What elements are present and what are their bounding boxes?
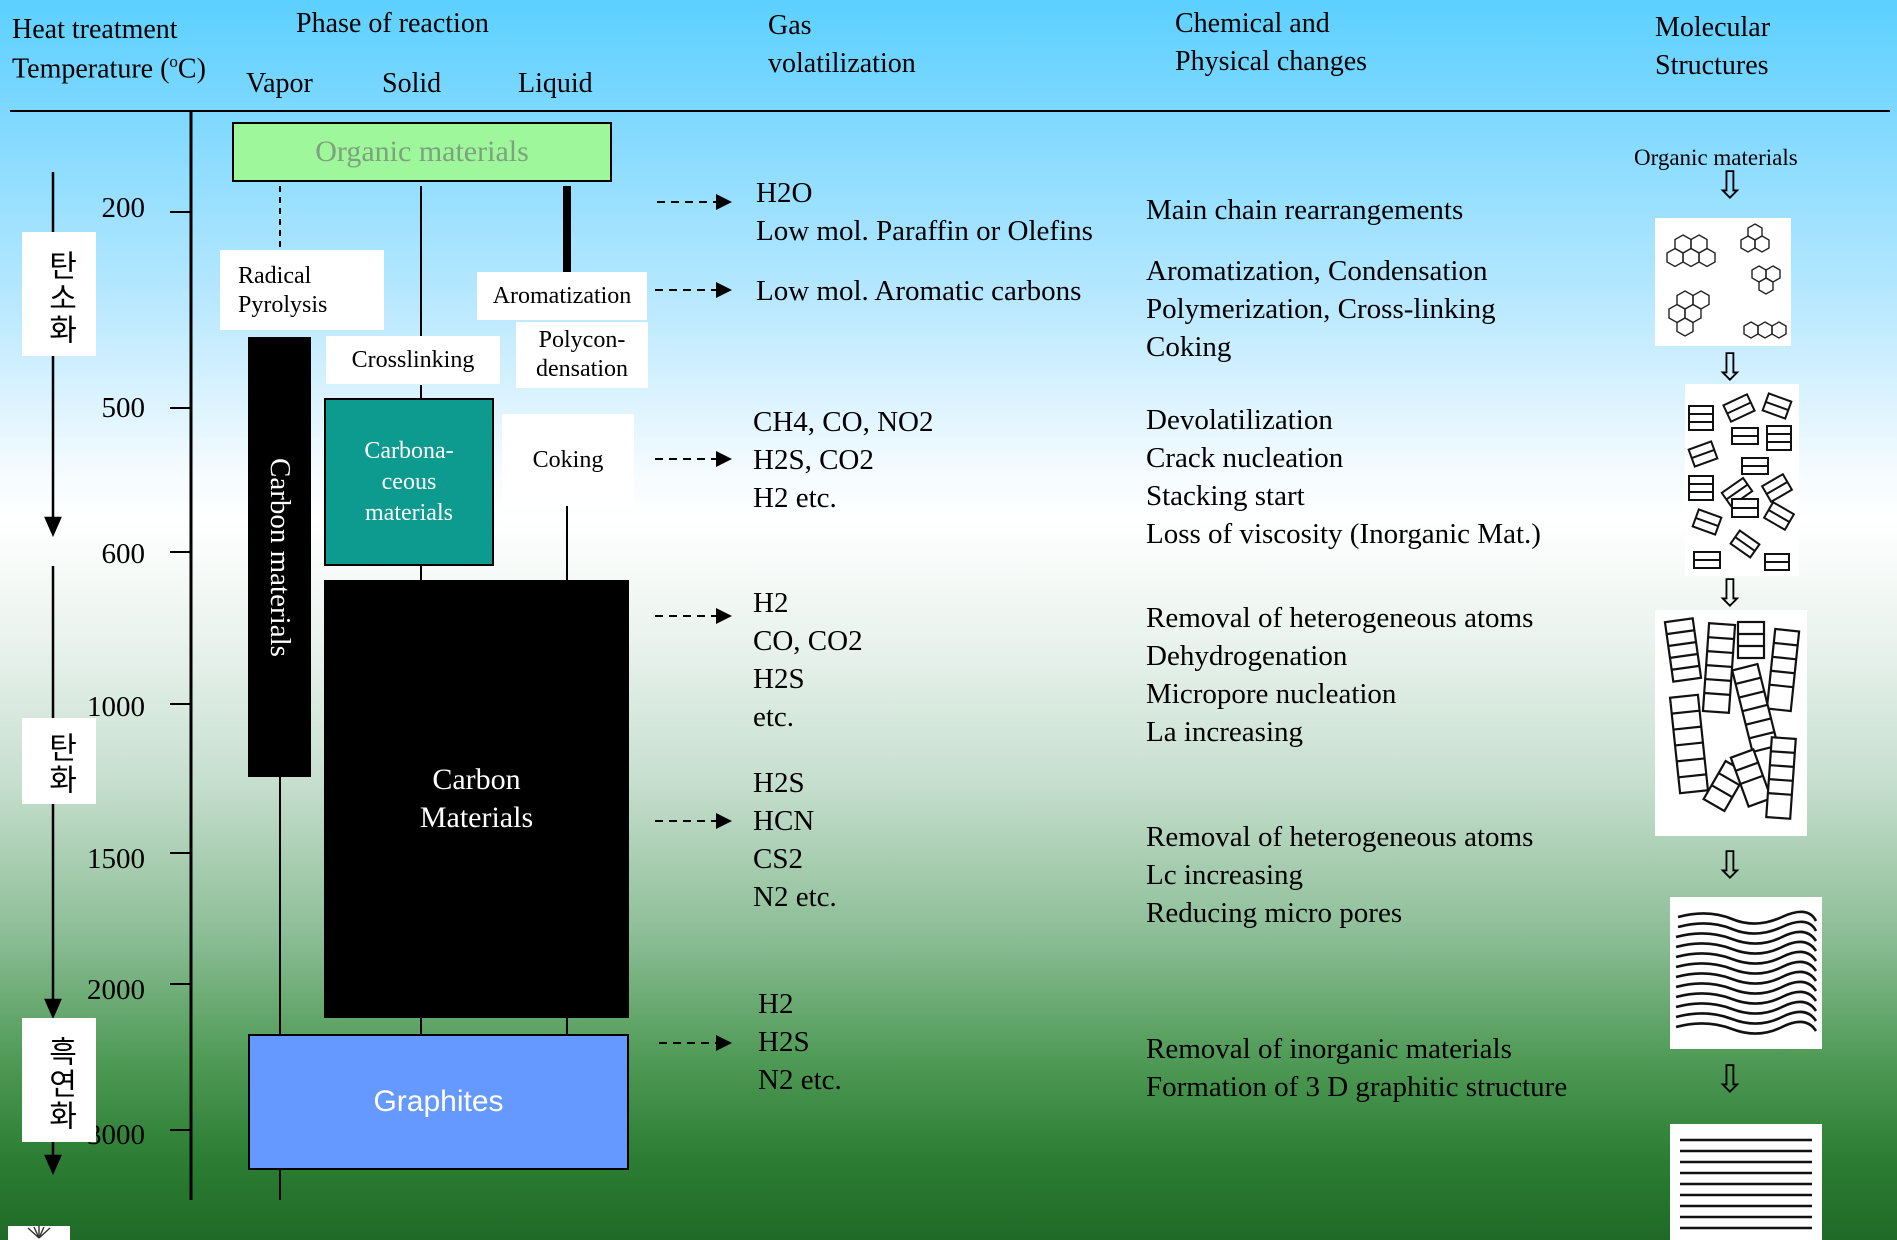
header-solid: Solid	[382, 68, 442, 99]
polycondensation-label: Polycon- densation	[516, 322, 648, 388]
tick-label: 2000	[87, 974, 145, 1006]
tick-label: 1500	[87, 843, 145, 875]
organic-materials-box: Organic materials	[232, 122, 612, 182]
gas-arrowheads	[716, 194, 732, 1051]
header-vapor: Vapor	[246, 68, 313, 99]
aligned-stacks-structure	[1655, 610, 1807, 836]
down-arrow-icon: ⇩	[1714, 163, 1746, 207]
university-logo-icon	[8, 1226, 70, 1240]
tick-label: 3000	[87, 1119, 145, 1151]
header-liquid: Liquid	[518, 68, 593, 99]
header-chem-line1: Chemical and	[1175, 8, 1330, 39]
header-temp-unit: C)	[177, 53, 206, 85]
radical-pyrolysis-label: Radical Pyrolysis	[220, 250, 384, 330]
carbon-materials-vertical-label: Carbon materials	[264, 457, 296, 657]
header-chem-line2: Physical changes	[1175, 46, 1368, 77]
stage-label-graphitization: 흑연화	[22, 1018, 96, 1142]
gas-item: H2S HCN CS2 N2 etc.	[753, 767, 837, 913]
header-phase: Phase of reaction	[296, 8, 489, 39]
stage-label-text: 탄화	[43, 732, 76, 796]
down-arrow-icon: ⇩	[1714, 571, 1746, 615]
stage-label-carbonization: 탄화	[22, 718, 96, 804]
header-divider	[10, 110, 1890, 112]
header-gas-line2: volatilization	[768, 48, 916, 79]
carbonaceous-materials-box: Carbona- ceous materials	[324, 398, 494, 566]
tick-label: 200	[101, 192, 146, 224]
graphites-label: Graphites	[373, 1085, 504, 1118]
down-arrow-icon: ⇩	[1714, 843, 1746, 887]
gas-arrows	[655, 201, 718, 1044]
coking-label: Coking	[502, 414, 634, 506]
carbon-materials-vertical-box: Carbon materials	[248, 337, 311, 777]
down-arrow-icon: ⇩	[1714, 345, 1746, 389]
gas-item: CH4, CO, NO2 H2S, CO2 H2 etc.	[753, 406, 934, 514]
stage-label-text: 흑연화	[43, 1036, 76, 1132]
change-item: Devolatilization Crack nucleation Stacki…	[1146, 404, 1541, 550]
header-gas-line1: Gas	[768, 10, 812, 41]
change-item: Removal of inorganic materials Formation…	[1146, 1033, 1568, 1103]
tick-label: 600	[101, 538, 146, 570]
crosslinking-label: Crosslinking	[326, 336, 500, 384]
stage-label-carbonization-low: 탄소화	[22, 232, 96, 356]
tick-label: 500	[101, 392, 146, 424]
header-temp-text: Temperature (	[12, 53, 170, 85]
carbonaceous-materials-label: Carbona- ceous materials	[364, 437, 454, 526]
gas-item: H2 CO, CO2 H2S etc.	[753, 587, 863, 733]
change-item: Main chain rearrangements	[1146, 194, 1464, 226]
header-mol-line1: Molecular	[1655, 12, 1771, 43]
gas-item: H2O Low mol. Paraffin or Olefins	[756, 177, 1093, 247]
mol-organic-label: Organic materials	[1634, 145, 1798, 170]
down-arrow-icon: ⇩	[1714, 1057, 1746, 1101]
header-temp-degree: o	[169, 52, 178, 71]
aromatization-label: Aromatization	[477, 272, 647, 320]
axis-ticks	[170, 211, 191, 1131]
flat-graphite-layers-structure	[1670, 1124, 1822, 1240]
gas-item: H2 H2S N2 etc.	[758, 988, 842, 1096]
carbon-materials-main-box: Carbon Materials	[324, 580, 629, 1018]
tick-label: 1000	[87, 691, 145, 723]
scattered-stacks-structure	[1685, 384, 1799, 576]
stage-label-text: 탄소화	[43, 250, 76, 346]
change-item: Aromatization, Condensation Polymerizati…	[1146, 255, 1496, 363]
change-item: Removal of heterogeneous atoms Lc increa…	[1146, 821, 1534, 929]
header-temp-line2: Temperature (oC)	[12, 53, 206, 83]
organic-materials-label: Organic materials	[315, 135, 529, 168]
graphites-box: Graphites	[248, 1034, 629, 1170]
gas-item: Low mol. Aromatic carbons	[756, 275, 1082, 307]
hexagonal-rings-structure	[1655, 218, 1791, 346]
change-item: Removal of heterogeneous atoms Dehydroge…	[1146, 602, 1534, 748]
wavy-layers-structure	[1670, 897, 1822, 1049]
header-temp-line1: Heat treatment	[12, 14, 178, 45]
header-mol-line2: Structures	[1655, 50, 1769, 81]
carbon-materials-main-label: Carbon Materials	[419, 763, 534, 834]
